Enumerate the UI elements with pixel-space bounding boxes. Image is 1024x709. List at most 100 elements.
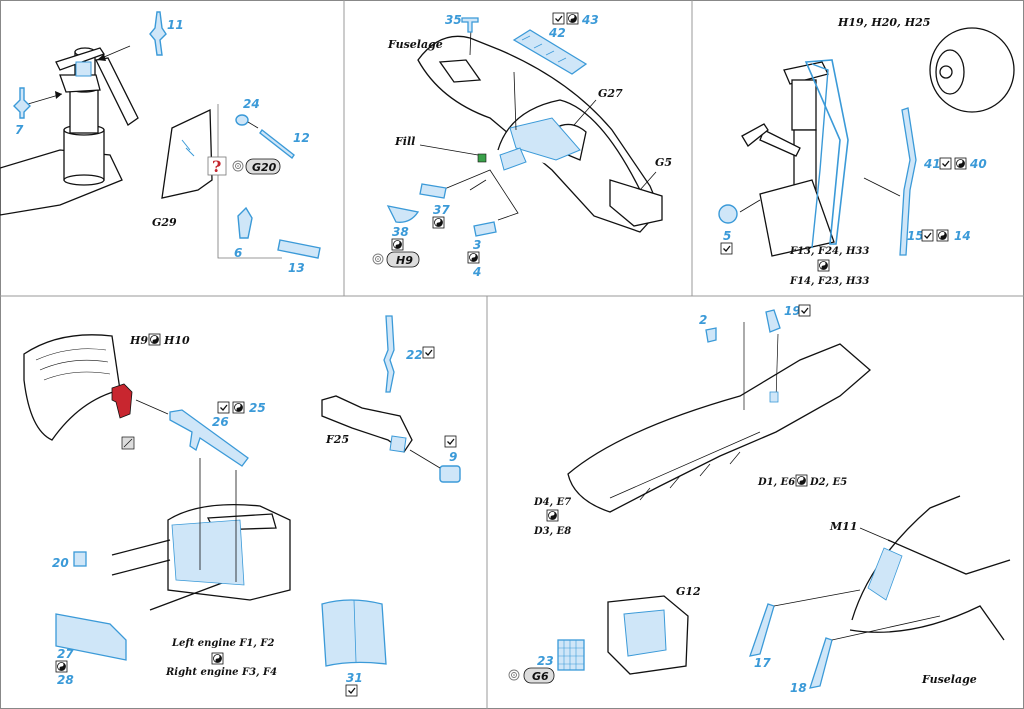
- cowling-drawing: [23, 334, 121, 441]
- pill-h9-box: [386, 251, 420, 268]
- yin-yang-icon: [232, 401, 245, 414]
- h9-label: H9: [129, 334, 148, 347]
- part-13-label: 13: [288, 261, 305, 275]
- fold-icon: [798, 304, 811, 317]
- question-icon: ?: [207, 156, 227, 176]
- f25-label: F25: [325, 433, 349, 446]
- pe-part-31: [321, 599, 387, 667]
- g27-label: G27: [598, 87, 623, 100]
- fuselage-label: Fuselage: [387, 38, 443, 51]
- part-9-label: 9: [449, 450, 457, 464]
- part-38-label: 38: [392, 225, 409, 239]
- pe-part-20: [73, 551, 87, 567]
- part-4-label: 4: [472, 265, 481, 279]
- part-24-label: 24: [243, 97, 260, 111]
- wheel-drawing: [929, 27, 1015, 113]
- pe-part-41-40: [899, 107, 917, 256]
- pe-part-5: [718, 204, 738, 224]
- part-18-label: 18: [790, 681, 807, 695]
- gear-icon: [372, 253, 384, 265]
- part-17-label: 17: [754, 656, 771, 670]
- f13-label: F13, F24, H33: [789, 246, 869, 257]
- part-23-label: 23: [537, 654, 554, 668]
- part-15-label: 15: [907, 229, 924, 243]
- pe-part-11: [149, 11, 167, 56]
- part-40-label: 40: [969, 157, 987, 171]
- part-3-label: 3: [473, 238, 481, 252]
- pe-part-12: [259, 128, 295, 160]
- fold-icon: [552, 12, 565, 25]
- part-11-label: 11: [167, 18, 184, 32]
- fold-icon: [217, 401, 230, 414]
- fold-icon: [921, 229, 934, 242]
- part-2-label: 2: [699, 313, 707, 327]
- panel-g29: [161, 108, 213, 199]
- yin-yang-icon: [55, 660, 68, 673]
- panel-main-gear: H19, H20, H25 41 40 5 15: [718, 16, 1015, 287]
- yin-yang-icon: [148, 333, 161, 346]
- yin-yang-icon: [432, 216, 445, 229]
- pill-g6: G6: [532, 670, 549, 683]
- d1-label: D1, E6: [757, 477, 795, 488]
- pe-part-23: [557, 639, 585, 671]
- pe-part-7: [13, 87, 31, 119]
- yin-yang-icon: [566, 12, 579, 25]
- d3-label: D3, E8: [533, 526, 571, 537]
- yin-yang-icon: [467, 251, 480, 264]
- svg-text:?: ?: [212, 157, 221, 176]
- pe-part-9: [439, 465, 461, 483]
- part-37-label: 37: [433, 203, 450, 217]
- part-25-label: 25: [249, 401, 266, 415]
- d4-label: D4, E7: [533, 497, 571, 508]
- part-5-label: 5: [723, 229, 731, 243]
- g29-label: G29: [152, 216, 177, 229]
- pill-g6-box: [523, 667, 555, 684]
- panel-engine-nacelle: H9 H10 26 25 22: [23, 315, 461, 697]
- right-engine-label: Right engine F3, F4: [165, 667, 277, 678]
- part-22-label: 22: [406, 348, 423, 362]
- left-engine-label: Left engine F1, F2: [171, 638, 274, 649]
- pe-part-19: [765, 309, 781, 333]
- pe-part-3: [473, 221, 497, 237]
- part-28-label: 28: [57, 673, 74, 687]
- part-42-label: 42: [548, 26, 566, 40]
- part-6-label: 6: [234, 246, 242, 260]
- pe-part-37: [419, 183, 447, 199]
- h19-label: H19, H20, H25: [837, 16, 930, 29]
- gear-icon: [232, 160, 244, 172]
- pill-g20-box: [245, 158, 281, 175]
- part-27-label: 27: [57, 647, 74, 661]
- gear-icon: [508, 669, 520, 681]
- yin-yang-icon: [936, 229, 949, 242]
- part-20-label: 20: [52, 556, 69, 570]
- strut-drawing: [0, 47, 139, 216]
- fuselage-curve: [849, 495, 1011, 641]
- part-41-label: 41: [923, 157, 941, 171]
- pe-part-13: [277, 239, 321, 259]
- pill-h9: H9: [396, 254, 413, 267]
- h10-label: H10: [163, 334, 190, 347]
- wing-drawing: [567, 343, 871, 513]
- pe-part-17: [749, 603, 775, 657]
- fuselage-label-2: Fuselage: [921, 673, 977, 686]
- part-26-label: 26: [212, 415, 229, 429]
- fold-icon: [939, 157, 952, 170]
- part-31-label: 31: [346, 671, 363, 685]
- pe-part-35: [461, 17, 479, 33]
- pe-part-24: [235, 114, 249, 126]
- f25-bracket: [321, 395, 413, 453]
- yin-yang-icon: [795, 474, 808, 487]
- panel-fuselage-rear: Fuselage 35 43 42 G27 Fill G5 37 38 H9: [372, 12, 672, 279]
- hatch-icon: [121, 436, 135, 450]
- yin-yang-icon: [954, 157, 967, 170]
- part-43-label: 43: [581, 13, 599, 27]
- fill-label: Fill: [394, 135, 415, 148]
- fold-icon: [720, 242, 733, 255]
- f14-label: F14, F23, H33: [789, 276, 869, 287]
- fold-icon: [422, 346, 435, 359]
- part-12-label: 12: [293, 131, 310, 145]
- pe-part-42: [512, 29, 588, 75]
- pe-part-22: [383, 315, 395, 393]
- fold-icon: [345, 684, 358, 697]
